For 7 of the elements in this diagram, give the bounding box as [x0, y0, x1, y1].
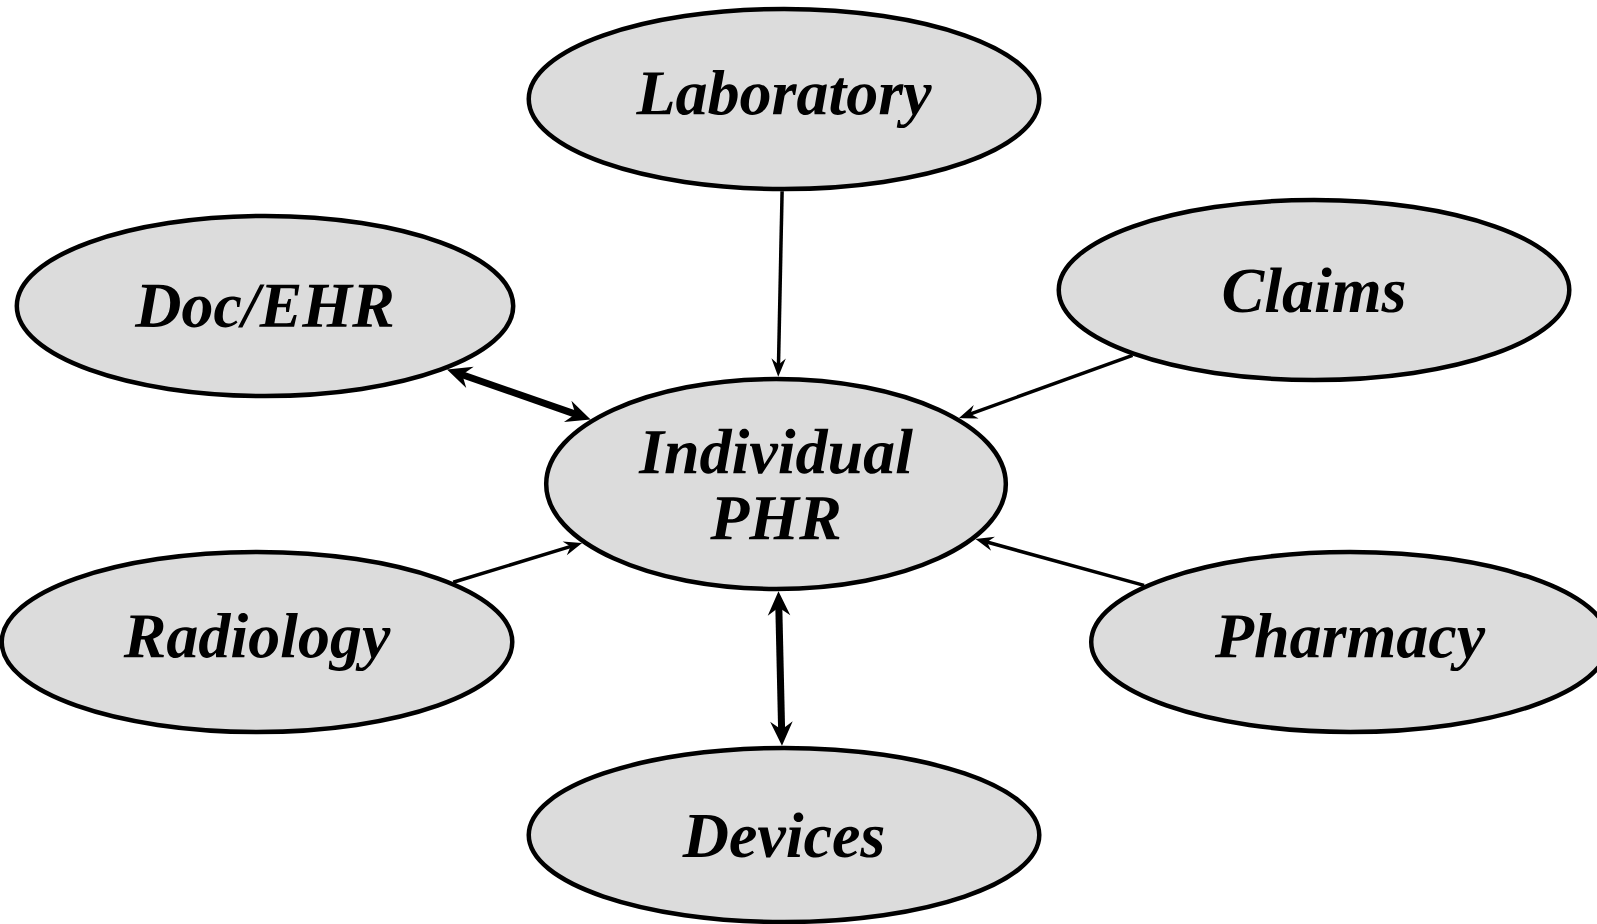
- ellipse-node: Radiology: [0, 549, 515, 735]
- ellipse-node: Devices: [526, 745, 1042, 924]
- ellipse-node: Laboratory: [526, 6, 1042, 192]
- ellipse-node: Claims: [1056, 197, 1572, 383]
- ellipse-node: Pharmacy: [1088, 549, 1597, 735]
- ellipse-node: Individual PHR: [543, 376, 1009, 592]
- ellipse-node: Doc/EHR: [14, 213, 516, 399]
